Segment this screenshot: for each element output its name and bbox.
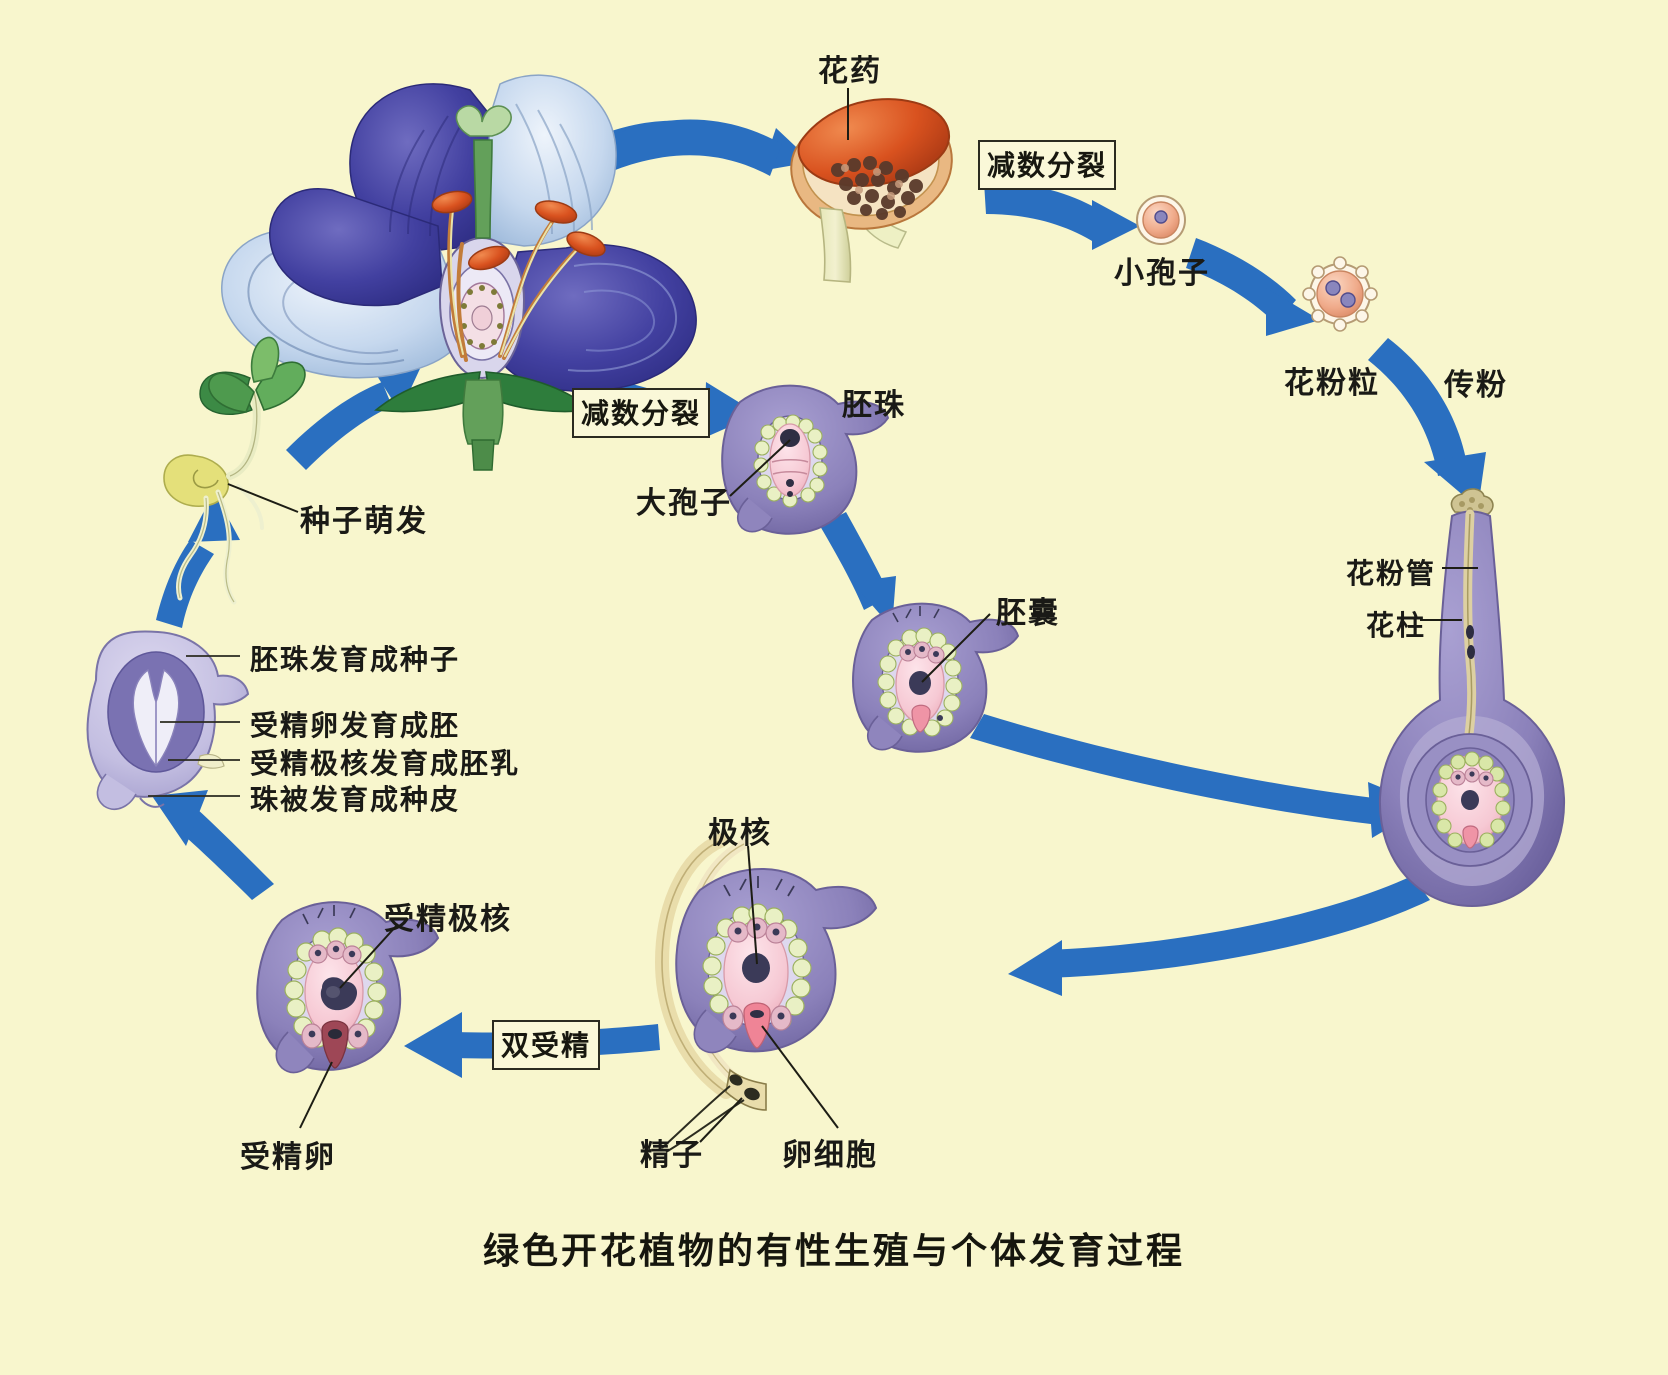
zygote-shape [301, 1020, 369, 1069]
microspore-illustration [1136, 195, 1186, 245]
arrow-ovary-to-mature-sac-head [1008, 940, 1062, 996]
label-double-fertilization: 双受精 [492, 1020, 601, 1070]
label-pollen-grain: 花粉粒 [1284, 367, 1380, 400]
label-sperm: 精子 [640, 1139, 704, 1172]
label-fertilized-polar-nuclei: 受精极核 [384, 903, 512, 936]
arrow-anther-to-microspore [984, 182, 1112, 246]
arrow-fertilized-to-seed-head [152, 790, 208, 846]
label-megaspore: 大孢子 [636, 487, 732, 520]
arrow-pollination [1368, 338, 1468, 476]
diagram-title: 绿色开花植物的有性生殖与个体发育过程 [482, 1231, 1185, 1271]
arrow-seedling-to-flower [286, 382, 392, 470]
arrow-sac-to-ovary [970, 714, 1390, 826]
egg-apparatus [722, 1002, 792, 1049]
arrow-double-fertilization-head [404, 1012, 462, 1078]
arrow-flower-to-anther-body [588, 119, 782, 178]
label-pollen-tube: 花粉管 [1346, 559, 1437, 590]
leader-embryo-sac [921, 613, 991, 683]
label-zygote: 受精卵 [240, 1141, 336, 1174]
leader-lines [227, 88, 1478, 1143]
arrow-fertilized-to-seed [176, 808, 274, 900]
label-meiosis-male: 减数分裂 [978, 140, 1117, 190]
leader-polar-nuclei [747, 845, 758, 965]
anther-shapes [431, 190, 606, 271]
seed-illustration [86, 630, 250, 810]
label-anther: 花药 [818, 55, 882, 88]
seedling-illustration [163, 336, 306, 605]
arrow-anther-to-microspore-head [1092, 200, 1140, 250]
flower-illustration [199, 74, 697, 471]
embryo-sac-illustration [852, 602, 1020, 753]
pistil-illustration [1378, 488, 1566, 908]
leader-zygote [299, 1061, 333, 1129]
label-seed-note-2: 受精卵发育成胚 [250, 711, 461, 742]
pollen-grain-illustration [1302, 256, 1378, 332]
leader-egg-cell [761, 1025, 839, 1129]
label-seed-germination: 种子萌发 [300, 505, 428, 538]
ovule-illustration [721, 384, 890, 535]
label-meiosis-female: 减数分裂 [572, 388, 711, 438]
label-polar-nuclei: 极核 [708, 817, 772, 850]
fertilized-sac-illustration [256, 901, 440, 1074]
arrow-seed-to-seedling [156, 540, 214, 628]
leader-megaspore [729, 439, 791, 497]
label-microspore: 小孢子 [1114, 257, 1210, 290]
label-egg-cell: 卵细胞 [782, 1139, 878, 1172]
arrow-flower-to-ovule-head [704, 382, 758, 438]
leader-seed-germination [227, 483, 299, 513]
label-embryo-sac: 胚囊 [996, 597, 1060, 630]
label-seed-note-4: 珠被发育成种皮 [250, 785, 461, 816]
anther-illustration [790, 98, 953, 283]
leader-fertilized-polar [339, 923, 399, 989]
arrow-microspore-to-pollen-head [1266, 288, 1320, 336]
label-seed-note-1: 胚珠发育成种子 [250, 645, 461, 676]
label-seed-note-3: 受精极核发育成胚乳 [250, 749, 521, 780]
label-ovule: 胚珠 [842, 389, 906, 422]
mature-embryo-sac-illustration [654, 833, 878, 1153]
label-pollination: 传粉 [1444, 369, 1508, 402]
leader-sperm [699, 1097, 743, 1143]
arrow-ovary-to-mature-sac [1046, 876, 1430, 978]
label-style: 花柱 [1366, 611, 1427, 642]
